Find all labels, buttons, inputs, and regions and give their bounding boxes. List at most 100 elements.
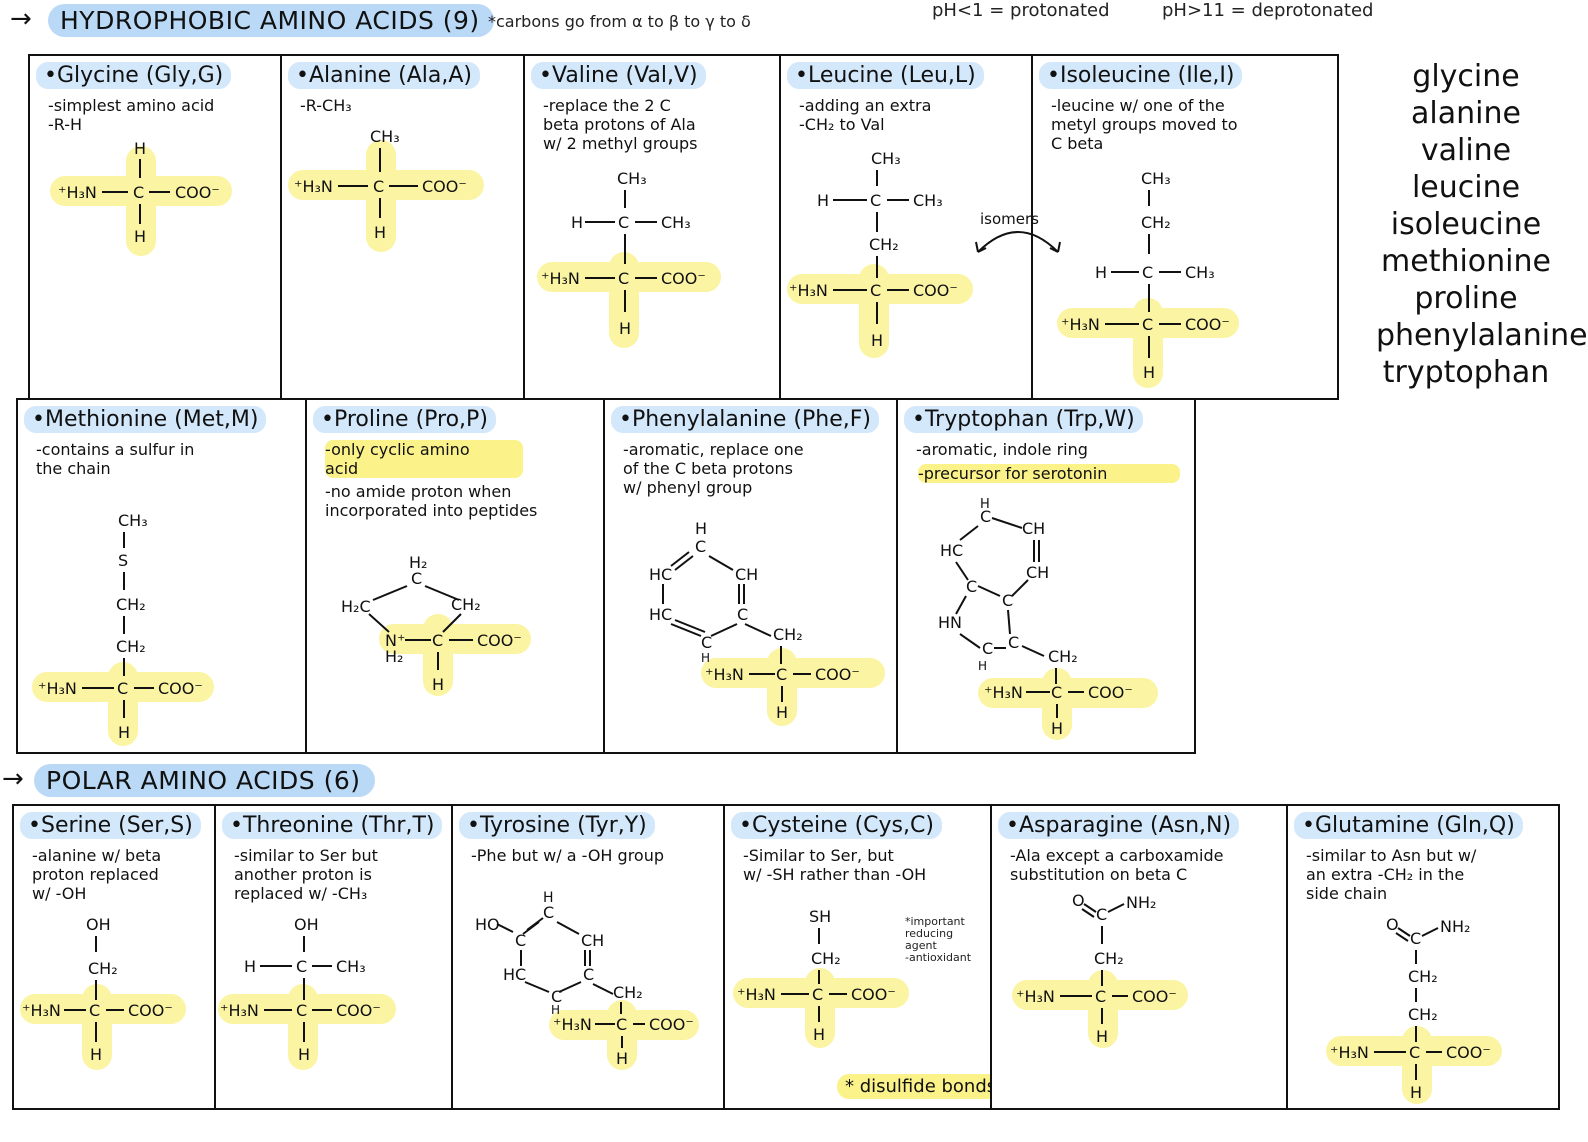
card-title: •Tyrosine (Tyr,Y) (459, 812, 655, 839)
tyrosine-card: •Tyrosine (Tyr,Y) -Phe but w/ a -OH grou… (451, 804, 725, 1110)
cysteine-note: *important reducing agent -antioxidant (905, 915, 972, 964)
svg-text:CH₃: CH₃ (118, 511, 148, 530)
svg-text:HC: HC (940, 541, 963, 560)
svg-text:H: H (813, 1025, 825, 1044)
tryptophan-structure: H C CH HC CH C C HN C C H CH₂ ⁺H₃N C COO… (938, 497, 1158, 740)
svg-text:SH: SH (809, 907, 831, 926)
card-description: -replace the 2 C beta protons of Ala w/ … (543, 96, 698, 153)
tryptophan-card: •Tryptophan (Trp,W) -aromatic, indole ri… (896, 398, 1196, 754)
cysteine-card: •Cysteine (Cys,C) -Similar to Ser, but w… (723, 804, 992, 1110)
svg-text:C: C (870, 191, 881, 210)
card-title: •Phenylalanine (Phe,F) (611, 406, 879, 433)
svg-text:HC: HC (503, 965, 526, 984)
svg-text:C: C (870, 281, 881, 300)
svg-text:⁺H₃N: ⁺H₃N (553, 1015, 592, 1034)
svg-text:C: C (776, 665, 787, 684)
ph-high-note: pH>11 = deprotonated (1162, 0, 1374, 21)
svg-text:COO⁻: COO⁻ (1185, 315, 1230, 334)
svg-text:⁺H₃N: ⁺H₃N (1016, 987, 1055, 1006)
serine-structure: OH CH₂ ⁺H₃N C COO⁻ H (20, 915, 186, 1070)
list-item: phenylalanine (1376, 318, 1588, 353)
threonine-structure: OH H C CH₃ ⁺H₃N C COO⁻ H (218, 915, 396, 1070)
card-title: •Proline (Pro,P) (313, 406, 496, 433)
svg-text:CH₂: CH₂ (1141, 213, 1171, 232)
svg-text:O: O (1072, 891, 1085, 910)
list-item: glycine (1412, 59, 1520, 94)
card-title: •Serine (Ser,S) (20, 812, 201, 839)
svg-text:CH₃: CH₃ (661, 213, 691, 232)
svg-text:C: C (1410, 929, 1421, 948)
svg-text:C: C (296, 1001, 307, 1020)
glycine-card: •Glycine (Gly,G) -simplest amino acid -R… (28, 54, 282, 400)
svg-text:H: H (978, 659, 987, 673)
svg-text:C: C (980, 507, 991, 526)
svg-text:H: H (817, 191, 829, 210)
valine-card: •Valine (Val,V) -replace the 2 C beta pr… (523, 54, 781, 400)
card-highlight: -precursor for serotonin (918, 464, 1180, 483)
svg-text:⁺H₃N: ⁺H₃N (705, 665, 744, 684)
svg-text:C: C (1096, 905, 1107, 924)
svg-text:H: H (244, 957, 256, 976)
svg-text:CH₂: CH₂ (811, 949, 841, 968)
svg-text:CH₂: CH₂ (88, 959, 118, 978)
svg-text:CH₂: CH₂ (116, 637, 146, 656)
svg-text:COO⁻: COO⁻ (128, 1001, 173, 1020)
svg-text:H: H (432, 675, 444, 694)
svg-text:H: H (871, 331, 883, 350)
svg-text:CH: CH (581, 931, 604, 950)
svg-text:NH₂: NH₂ (1126, 893, 1156, 912)
svg-text:COO⁻: COO⁻ (649, 1015, 694, 1034)
card-description: -alanine w/ beta proton replaced w/ -OH (32, 846, 162, 903)
card-title: •Glutamine (Gln,Q) (1294, 812, 1523, 839)
svg-text:CH₃: CH₃ (1141, 169, 1171, 188)
svg-text:C: C (1409, 1043, 1420, 1062)
card-description: -adding an extra -CH₂ to Val (799, 96, 932, 134)
svg-text:CH₂: CH₂ (451, 595, 481, 614)
glycine-structure: H ⁺H₃N C COO⁻ H (50, 139, 232, 256)
list-item: proline (1414, 281, 1518, 316)
svg-text:H: H (695, 519, 707, 538)
svg-text:H: H (134, 139, 146, 158)
svg-text:CH₃: CH₃ (370, 127, 400, 146)
svg-text:C: C (1051, 683, 1062, 702)
asparagine-structure: O C NH₂ CH₂ ⁺H₃N C COO⁻ H (1012, 891, 1188, 1048)
svg-text:H: H (1095, 263, 1107, 282)
svg-text:HC: HC (649, 605, 672, 624)
svg-text:CH₂: CH₂ (1094, 949, 1124, 968)
svg-text:CH₃: CH₃ (871, 149, 901, 168)
svg-text:C: C (982, 639, 993, 658)
svg-text:COO⁻: COO⁻ (1132, 987, 1177, 1006)
svg-text:HO: HO (475, 915, 500, 934)
svg-text:C: C (411, 569, 422, 588)
svg-text:H: H (298, 1045, 310, 1064)
svg-text:NH₂: NH₂ (1440, 917, 1470, 936)
card-description: -R-CH₃ (300, 96, 352, 115)
list-item: isoleucine (1390, 207, 1542, 242)
card-description: -contains a sulfur in the chain (36, 440, 195, 478)
svg-text:H: H (551, 1003, 560, 1017)
card-title: •Tryptophan (Trp,W) (904, 406, 1143, 433)
svg-text:C: C (1095, 987, 1106, 1006)
svg-text:C: C (296, 957, 307, 976)
svg-text:C: C (1142, 263, 1153, 282)
svg-text:⁺H₃N: ⁺H₃N (220, 1001, 259, 1020)
svg-text:C: C (515, 931, 526, 950)
svg-text:OH: OH (294, 915, 319, 934)
svg-text:COO⁻: COO⁻ (851, 985, 896, 1004)
threonine-card: •Threonine (Thr,T) -similar to Ser but a… (214, 804, 453, 1110)
svg-text:COO⁻: COO⁻ (1088, 683, 1133, 702)
carbon-note: *carbons go from α to β to γ to δ (488, 12, 751, 31)
svg-text:⁺H₃N: ⁺H₃N (294, 177, 333, 196)
svg-text:CH: CH (735, 565, 758, 584)
svg-text:C: C (543, 903, 554, 922)
svg-text:C: C (551, 987, 562, 1006)
amino-acid-list: glycine alanine valine leucine isoleucin… (1376, 58, 1588, 391)
svg-text:H: H (374, 223, 386, 242)
svg-text:N⁺: N⁺ (385, 631, 405, 650)
svg-text:⁺H₃N: ⁺H₃N (984, 683, 1023, 702)
card-title: •Leucine (Leu,L) (787, 62, 984, 89)
card-highlight: -only cyclic amino acid (325, 440, 523, 478)
hydrophobic-header: HYDROPHOBIC AMINO ACIDS (9) (48, 4, 494, 37)
card-description: -Similar to Ser, but w/ -SH rather than … (743, 846, 927, 884)
card-title: •Glycine (Gly,G) (36, 62, 232, 89)
